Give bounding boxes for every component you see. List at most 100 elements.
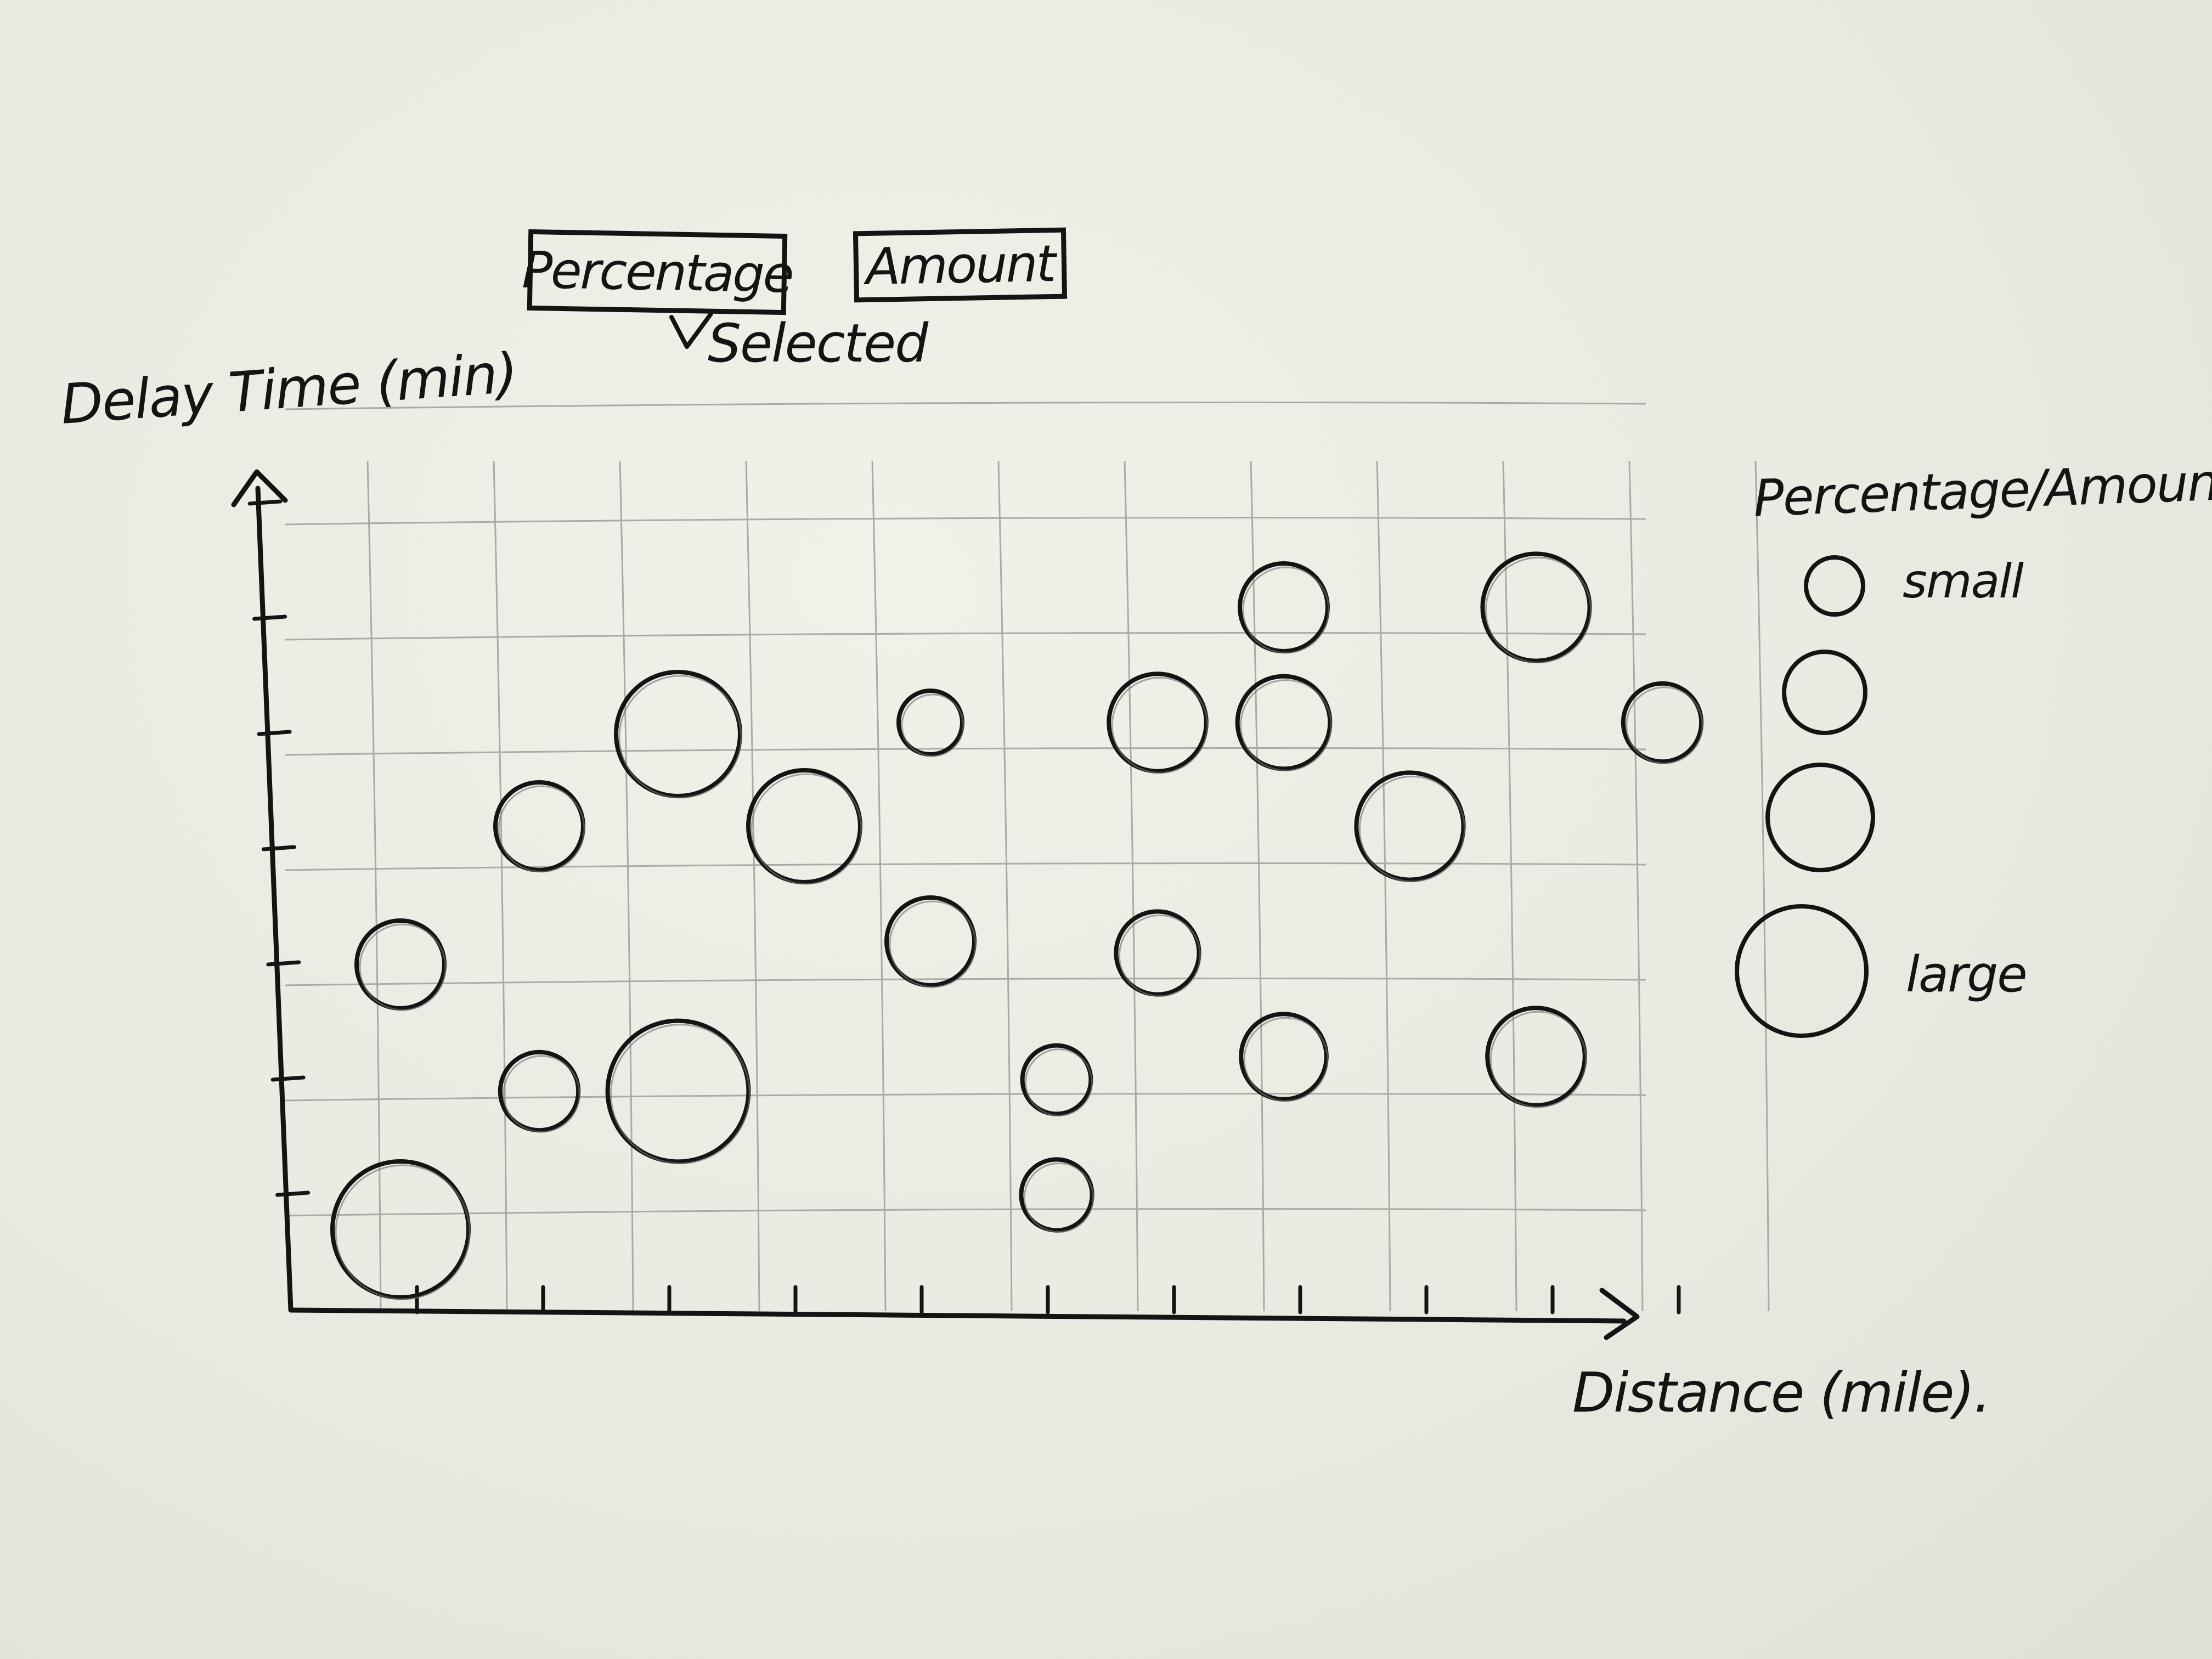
grid-line-vertical [1376,460,1391,1312]
bubble [1114,909,1201,997]
bubble-sketch-stroke [498,785,585,873]
grid-line-horizontal [285,747,1646,756]
grid-line-vertical [871,460,887,1312]
grid-line-horizontal [285,862,1646,871]
axis-ticks [247,499,1681,1314]
legend-circles [1735,555,1875,1038]
bubble-sketch-stroke [1023,1162,1094,1233]
bubble [1485,1006,1587,1108]
bubble-outline [605,1018,751,1164]
bubble-sketch-stroke [335,1164,471,1300]
bubbles [330,551,1704,1300]
bubble [1019,1157,1094,1233]
selected-note: Selected [708,313,928,374]
bubble-outline [1239,1012,1329,1102]
grid-line-horizontal [285,1093,1646,1102]
bubble-outline [1020,1043,1093,1116]
y-axis-tick [275,1190,311,1197]
bubble-sketch-stroke [1489,1011,1587,1108]
bubble-outline [896,689,964,757]
bubble [1238,561,1330,654]
bubble-outline [746,768,862,884]
bubble-outline [1235,674,1333,771]
bubble-sketch-stroke [1240,679,1332,771]
bubble-outline [330,1159,471,1300]
bubble-sketch-stroke [359,923,447,1011]
grid-line-vertical [493,460,508,1312]
legend-circle [1735,904,1869,1038]
grid-line-horizontal [285,978,1646,986]
bubble-sketch-stroke [1485,556,1592,664]
bubble [493,780,585,873]
bubble-sketch-stroke [1118,914,1201,997]
bubble-sketch-stroke [1358,775,1466,883]
grid-line-vertical [619,460,634,1312]
bubble [614,670,742,799]
grid-lines [285,402,1770,1312]
bubble [884,895,977,988]
bubble-sketch-stroke [889,900,977,988]
bubble-sketch-stroke [610,1024,751,1164]
legend-circle [1765,763,1875,872]
y-axis-tick [270,1075,306,1082]
bubble-sketch-stroke [618,675,742,799]
bubble-outline [1238,561,1330,653]
selected-check-icon [669,312,713,349]
grid-line-vertical [1628,460,1644,1312]
grid-line-horizontal [285,402,1646,410]
y-axis-tick [247,499,283,506]
grid-line-vertical [1124,460,1139,1312]
bubble-sketch-stroke [1626,686,1703,764]
x-axis-label: Distance (mile). [1572,1361,1991,1425]
bubble-sketch-stroke [503,1055,580,1133]
grid-line-vertical [1754,460,1770,1312]
bubble [1235,674,1333,771]
bubble [1020,1043,1093,1116]
bubble [1107,672,1209,774]
y-axis-line [255,486,294,1313]
bubble-sketch-stroke [751,773,862,885]
x-axis-line [288,1307,1627,1324]
legend-small-label: small [1903,554,2024,609]
grid-line-vertical [1502,460,1517,1312]
bubble-outline [614,670,742,798]
y-axis-tick [266,960,301,967]
grid-line-vertical [1250,460,1265,1312]
grid-line-horizontal [285,1208,1646,1217]
y-axis-tick [252,614,287,621]
bubble [354,918,447,1011]
y-axis-arrow [231,469,288,507]
axes [231,469,1640,1340]
bubble [498,1049,581,1133]
bubble [1239,1012,1329,1102]
bubble-sketch-stroke [1025,1048,1093,1116]
grid-line-horizontal [285,632,1646,641]
bubble-outline [884,895,977,988]
bubble-outline [1114,909,1201,997]
bubble [1354,770,1466,883]
y-axis-tick [261,845,296,851]
bubble [746,768,862,885]
x-axis-arrow [1599,1288,1640,1340]
bubble [896,689,964,757]
bubble-outline [493,780,585,872]
bubble-sketch-stroke [1111,676,1209,774]
bubble-outline [1107,672,1209,774]
bubble [605,1018,751,1164]
grid-line-vertical [997,460,1013,1312]
bubble [1480,551,1592,664]
bubble-outline [1019,1157,1094,1233]
bubble-sketch-stroke [1243,1017,1329,1102]
grid-line-horizontal [285,517,1646,526]
bubble [330,1159,471,1300]
bubble-outline [1485,1006,1587,1108]
bubble-outline [1621,681,1704,764]
y-axis-tick [257,730,292,736]
grid-line-vertical [366,460,382,1312]
grid-line-vertical [745,460,760,1312]
bubble-outline [498,1049,581,1133]
bubble-sketch-stroke [1242,566,1330,654]
bubble [1621,681,1704,764]
